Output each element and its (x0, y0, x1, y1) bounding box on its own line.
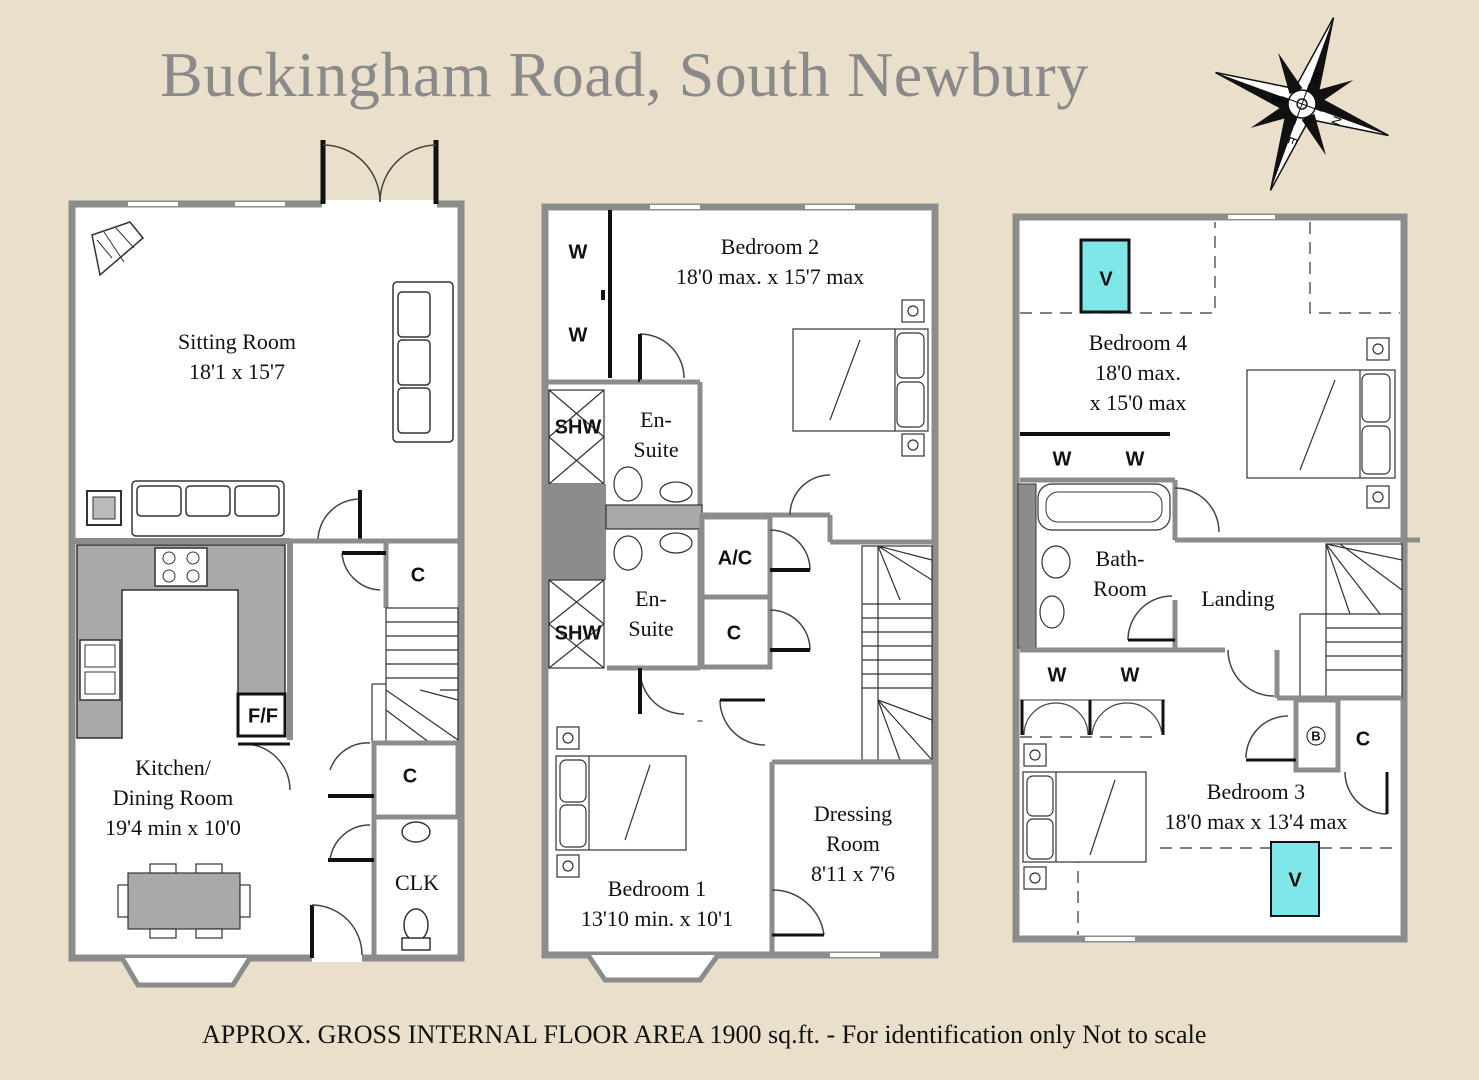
tag-wardrobe: W (568, 324, 588, 347)
tag-velux: V (1099, 268, 1113, 291)
label-landing: Landing (1201, 586, 1275, 611)
service-duct (544, 484, 606, 580)
basin (401, 821, 431, 843)
tag-boiler: B (1311, 728, 1321, 744)
bed-1 (555, 726, 687, 878)
boiler (1306, 726, 1326, 746)
plan-title: Buckingham Road, South Newbury (160, 39, 1089, 110)
bed-3 (1022, 743, 1147, 890)
bed-4 (1246, 337, 1396, 509)
tag-wardrobe: W (1120, 664, 1140, 687)
tag-cupboard: C (726, 622, 742, 645)
tag-velux: V (1288, 869, 1302, 892)
tag-shower: SHW (554, 622, 602, 645)
sofa-horizontal (131, 480, 285, 537)
label-ensuite-2: En-Suite (628, 586, 674, 641)
tag-cupboard: C (410, 564, 426, 587)
skylight-top (1079, 238, 1131, 314)
bed-2 (792, 299, 929, 457)
bay-window-first (585, 953, 721, 983)
bay-window (119, 956, 253, 988)
tag-cupboard: C (402, 765, 418, 788)
fridge-freezer (236, 692, 287, 738)
ground-floor (68, 140, 465, 988)
shower-bottom (548, 579, 605, 669)
tag-cupboard: C (1355, 728, 1371, 751)
compass-rose-icon: W N E S (1215, 17, 1389, 191)
sofa-vertical (392, 281, 454, 443)
first-stairs (861, 545, 933, 761)
floor-area-note: APPROX. GROSS INTERNAL FLOOR AREA 1900 s… (202, 1020, 1207, 1049)
bath-duct (1017, 483, 1037, 649)
label-bathroom: Bath-Room (1093, 546, 1147, 601)
tag-wardrobe: W (1047, 664, 1067, 687)
fireplace-corner (91, 221, 145, 277)
dining-table (117, 863, 251, 939)
compass-w: W (1307, 69, 1324, 85)
tag-wardrobe: W (568, 241, 588, 264)
tag-wardrobe: W (1125, 448, 1145, 471)
french-doors (320, 140, 439, 208)
label-ensuite-1: En-Suite (633, 407, 679, 462)
second-floor (1012, 213, 1420, 943)
vanity-top (605, 504, 703, 530)
tag-wardrobe: W (1052, 448, 1072, 471)
ground-stairs (371, 607, 459, 744)
label-clk: CLK (395, 870, 439, 895)
tag-airing-cupboard: A/C (717, 547, 753, 570)
first-floor (541, 203, 939, 983)
tag-fridge-freezer: F/F (248, 705, 278, 728)
toilet (403, 908, 429, 942)
hob (154, 547, 208, 587)
second-stairs (1299, 543, 1403, 699)
skylight-bottom (1270, 841, 1320, 917)
tag-shower: SHW (554, 416, 602, 439)
